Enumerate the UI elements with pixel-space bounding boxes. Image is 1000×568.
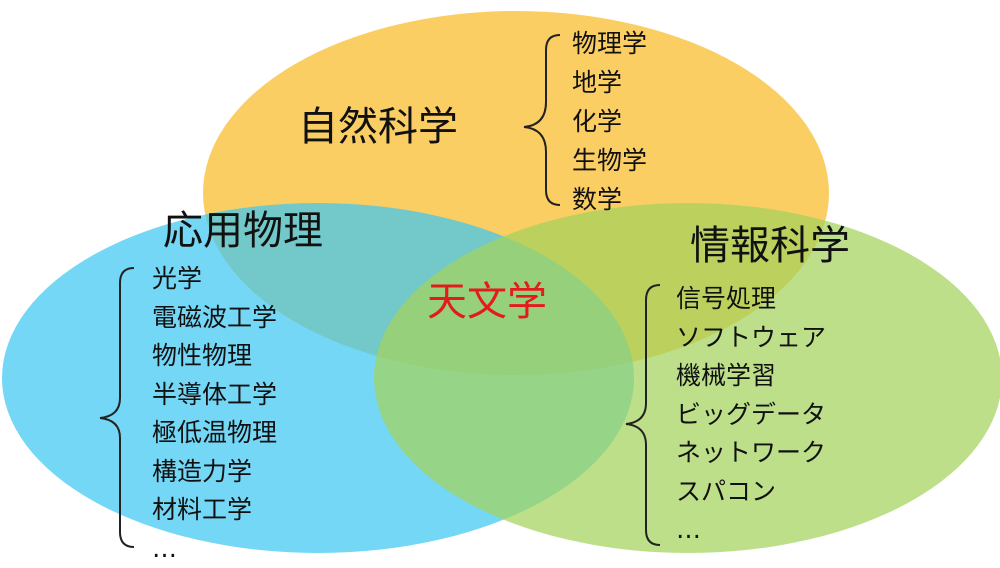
list-item: スパコン	[676, 473, 826, 512]
list-item: 物理学	[572, 24, 647, 63]
list-item: 極低温物理	[152, 414, 277, 453]
information-science-label: 情報科学	[690, 226, 850, 266]
list-item: 数学	[572, 180, 647, 219]
list-item: …	[152, 530, 277, 568]
list-item: 化学	[572, 102, 647, 141]
list-item: 半導体工学	[152, 376, 277, 415]
natural-science-label: 自然科学	[298, 107, 458, 147]
list-item: ソフトウェア	[676, 319, 826, 358]
applied-physics-label: 応用物理	[163, 211, 323, 251]
list-item: 地学	[572, 63, 647, 102]
list-item: 材料工学	[152, 491, 277, 530]
list-item: 生物学	[572, 141, 647, 180]
list-item: 物性物理	[152, 337, 277, 376]
list-item: 構造力学	[152, 453, 277, 492]
list-item: ビッグデータ	[676, 396, 826, 435]
list-item: ネットワーク	[676, 434, 826, 473]
list-item: …	[676, 511, 826, 550]
list-item: 信号処理	[676, 280, 826, 319]
list-item: 光学	[152, 260, 277, 299]
applied-physics-list: 光学 電磁波工学 物性物理 半導体工学 極低温物理 構造力学 材料工学 …	[152, 260, 277, 568]
natural-science-list: 物理学 地学 化学 生物学 数学	[572, 24, 647, 219]
center-label: 天文学	[427, 282, 547, 322]
information-science-list: 信号処理 ソフトウェア 機械学習 ビッグデータ ネットワーク スパコン …	[676, 280, 826, 550]
list-item: 電磁波工学	[152, 299, 277, 338]
list-item: 機械学習	[676, 357, 826, 396]
